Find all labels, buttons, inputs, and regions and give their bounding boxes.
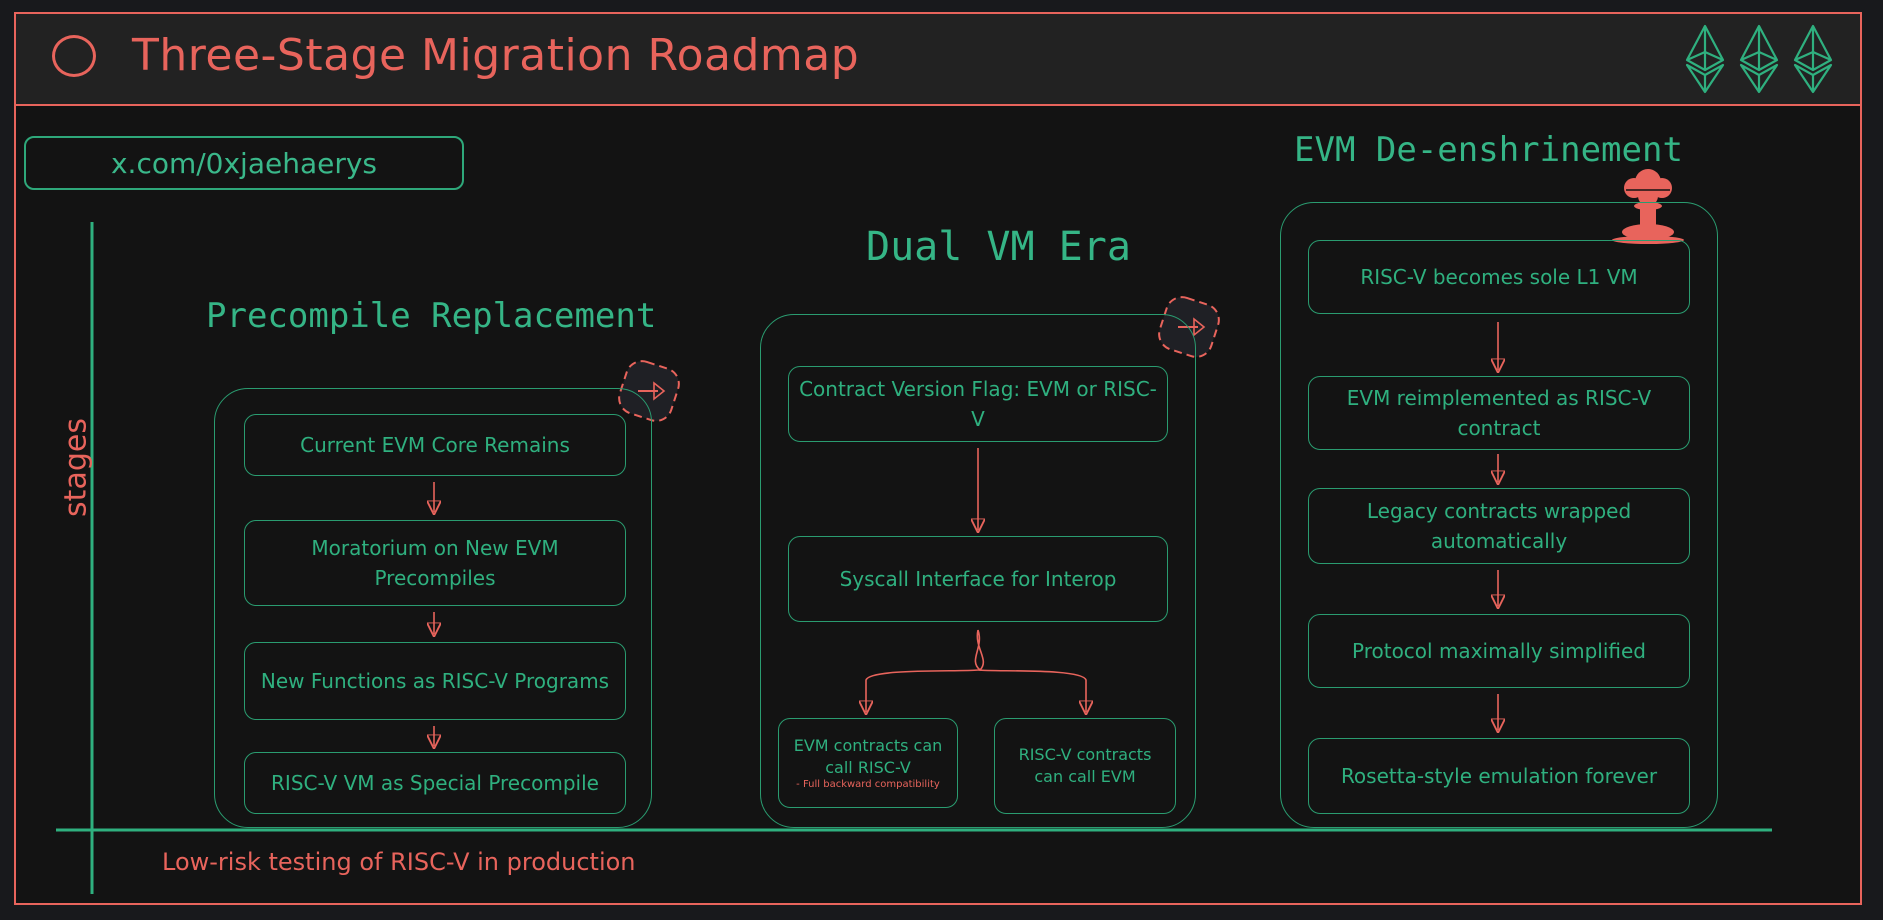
x-axis-footnote: Low-risk testing of RISC-V in production: [162, 848, 636, 876]
stage-2-branch-1: EVM contracts can call RISC-V - Full bac…: [778, 718, 958, 808]
stage-3-title: EVM De-enshrinement: [1294, 130, 1683, 170]
mushroom-cloud-icon: [1612, 169, 1684, 244]
social-handle[interactable]: x.com/0xjaehaerys: [24, 136, 464, 190]
stage-2-title: Dual VM Era: [866, 224, 1131, 270]
page-title: Three-Stage Migration Roadmap: [132, 30, 860, 81]
stage-2-container: [760, 314, 1196, 828]
header-bar: [14, 12, 1862, 106]
stage-1-box-2: Moratorium on New EVM Precompiles: [244, 520, 626, 606]
stage-2-branch-2: RISC-V contracts can call EVM: [994, 718, 1176, 814]
stage-3-box-4: Protocol maximally simplified: [1308, 614, 1690, 688]
stage-3-box-5: Rosetta-style emulation forever: [1308, 738, 1690, 814]
circle-icon: [52, 35, 96, 77]
ethereum-icon: [1793, 24, 1833, 94]
ethereum-icon: [1685, 24, 1725, 94]
stage-3-box-2: EVM reimplemented as RISC-V contract: [1308, 376, 1690, 450]
stage-3-box-3: Legacy contracts wrapped automatically: [1308, 488, 1690, 564]
y-axis-label: stages: [58, 418, 94, 517]
stage-1-box-1: Current EVM Core Remains: [244, 414, 626, 476]
branch-note: - Full backward compatibility: [796, 779, 940, 790]
stage-1-box-4: RISC-V VM as Special Precompile: [244, 752, 626, 814]
outer-frame: [14, 12, 1862, 905]
stage-2-box-2: Syscall Interface for Interop: [788, 536, 1168, 622]
stage-3-box-1: RISC-V becomes sole L1 VM: [1308, 240, 1690, 314]
stage-1-title: Precompile Replacement: [206, 296, 657, 336]
stage-2-box-1: Contract Version Flag: EVM or RISC-V: [788, 366, 1168, 442]
stage-3-container: [1280, 202, 1718, 828]
stage-1-box-3: New Functions as RISC-V Programs: [244, 642, 626, 720]
ethereum-icon: [1739, 24, 1779, 94]
stage-1-container: [214, 388, 652, 828]
